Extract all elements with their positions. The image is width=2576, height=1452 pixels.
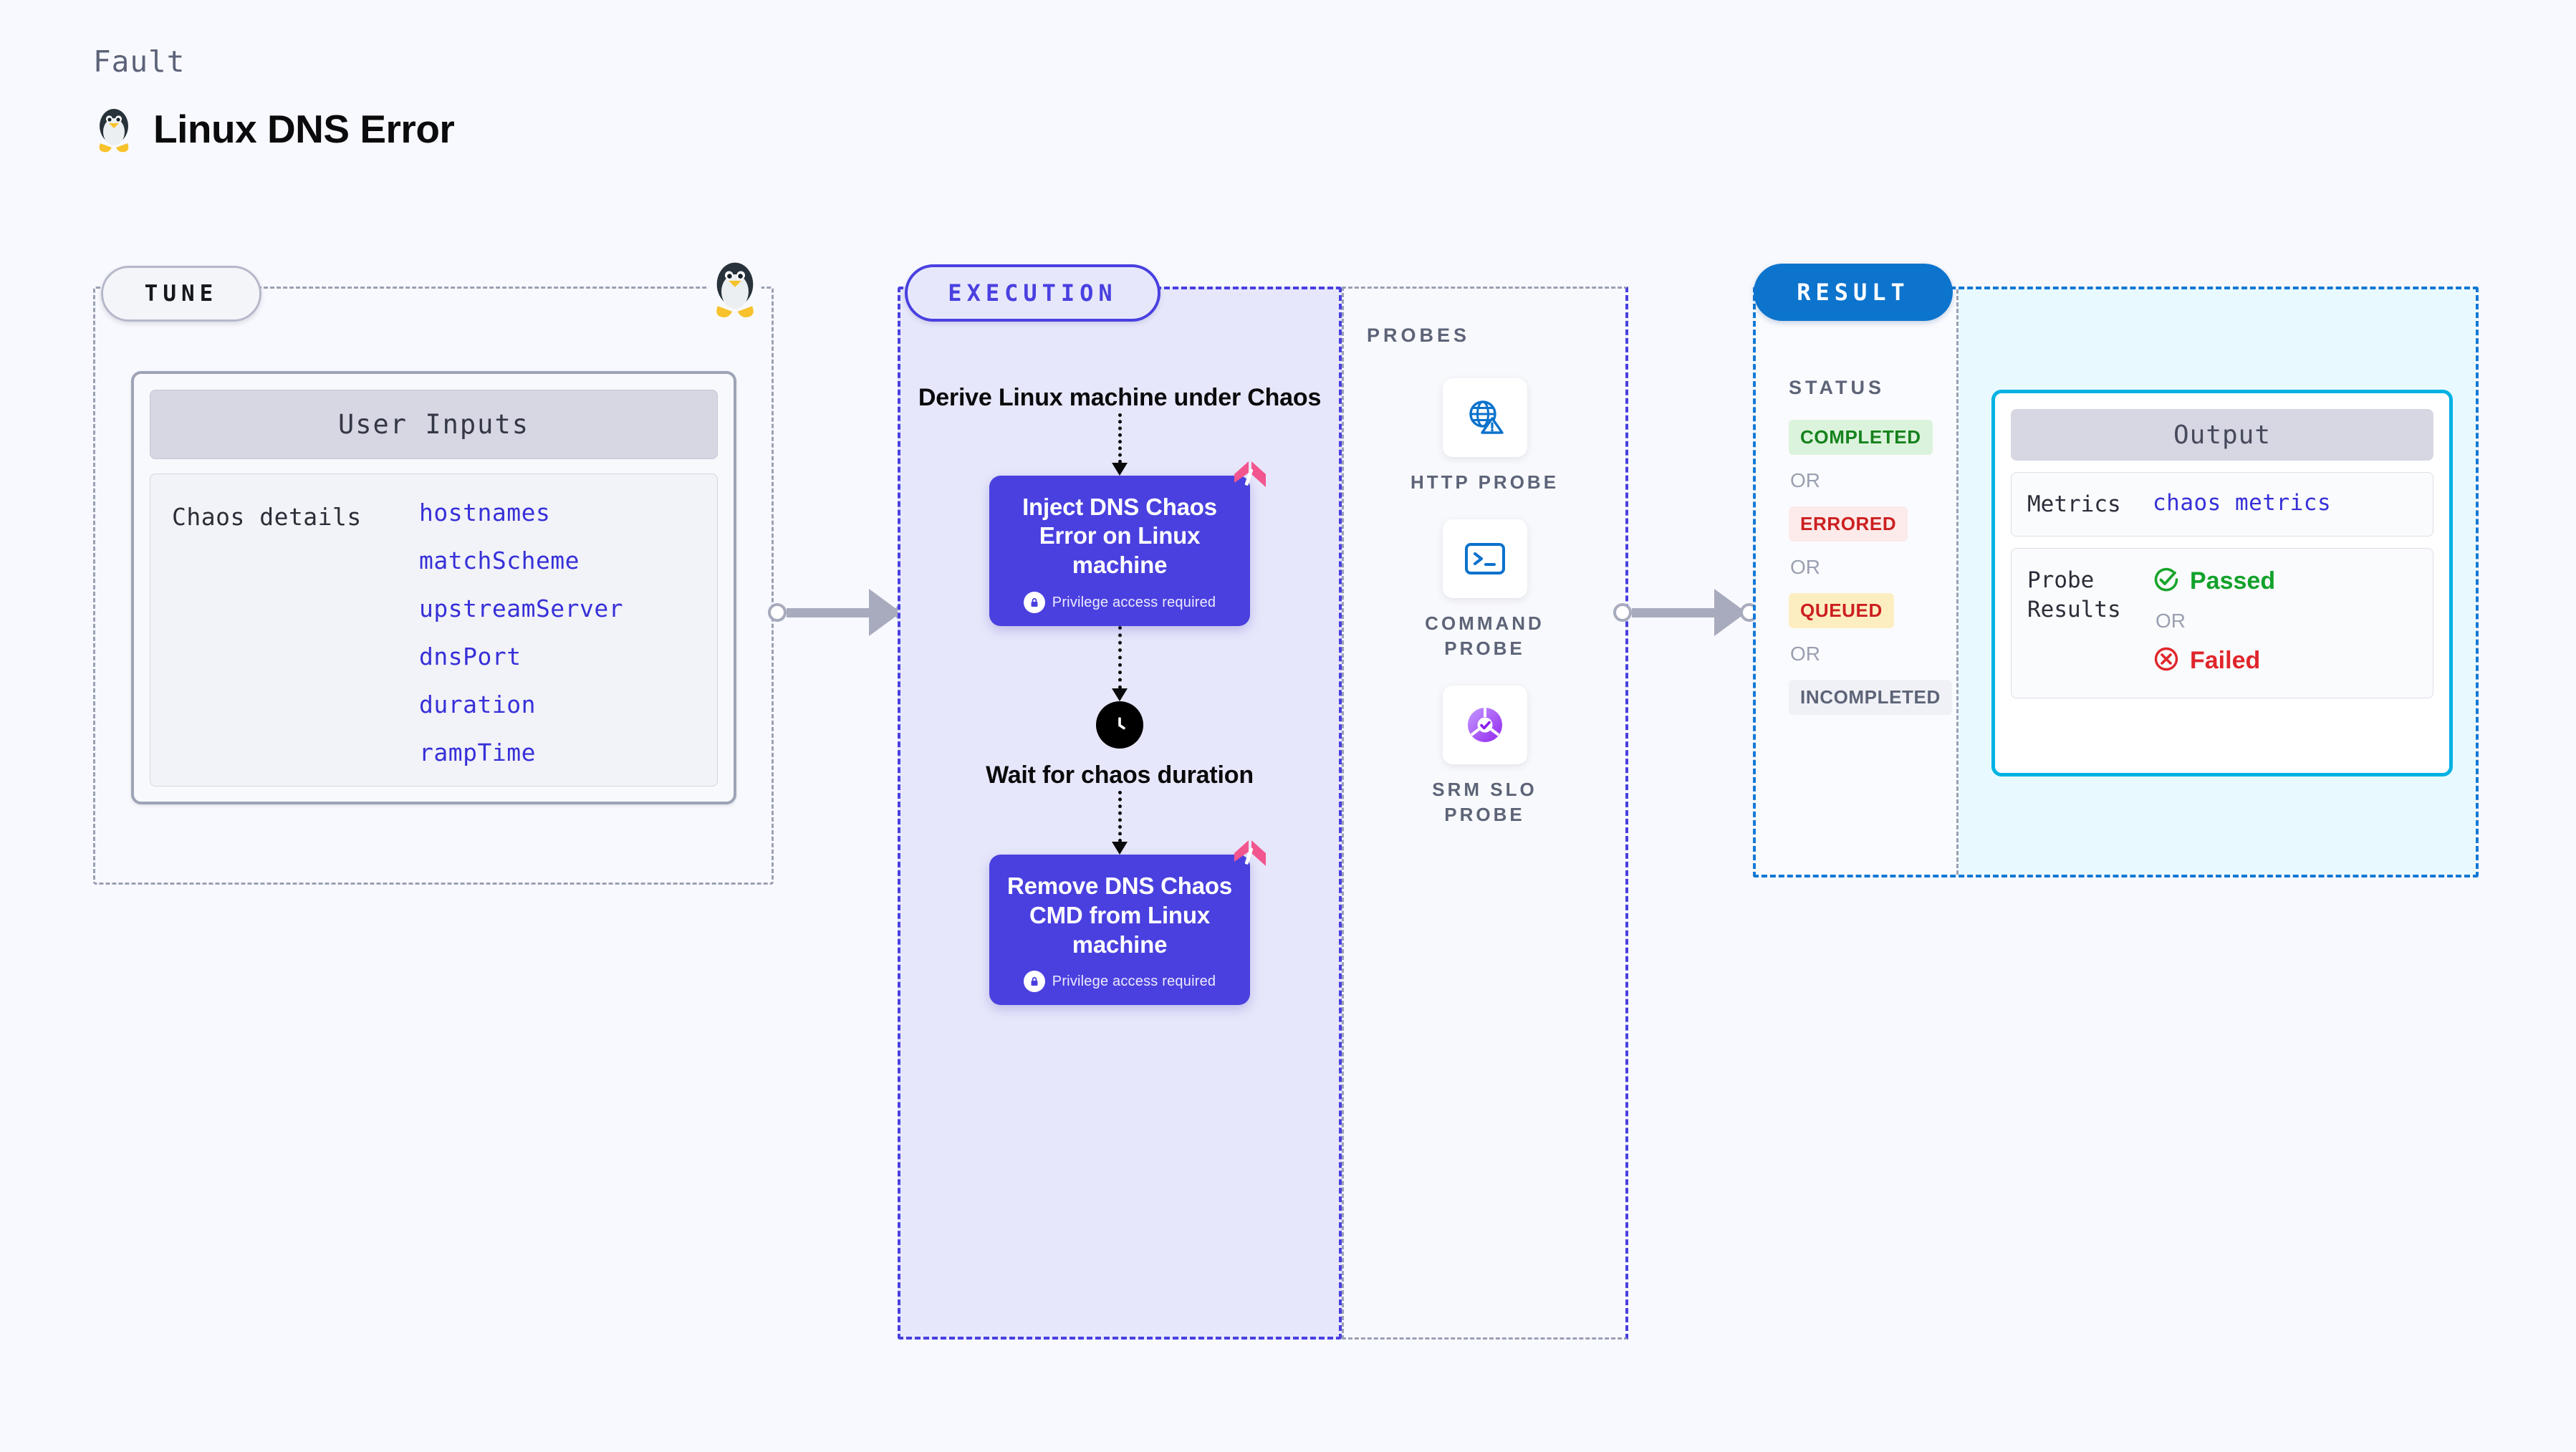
status-column: STATUS COMPLETED OR ERRORED OR QUEUED OR… [1756,289,1959,875]
probes-title: PROBES [1367,324,1471,346]
fault-kicker: Fault [93,44,186,79]
close-circle-icon [2153,645,2180,676]
chaos-details-row: Chaos details hostnames matchScheme upst… [150,473,718,787]
user-inputs-header: User Inputs [150,390,718,459]
fault-title-row: Linux DNS Error [93,105,455,153]
privilege-text: Privilege access required [1052,594,1216,610]
globe-warning-icon [1442,378,1527,457]
status-badge-incompleted: INCOMPLETED [1789,680,1952,715]
status-badge-queued: QUEUED [1789,593,1894,628]
execution-panel: EXECUTION Derive Linux machine under Cha… [898,264,1342,1340]
verdict-passed-label: Passed [2190,567,2276,595]
privilege-text: Privilege access required [1052,973,1216,989]
connector-execution-to-result [1613,589,1759,636]
status-badge-completed: COMPLETED [1789,420,1933,455]
chaos-node-inject[interactable]: Inject DNS Chaos Error on Linux machine … [989,461,1266,627]
chaos-details-label: Chaos details [172,503,362,531]
input-ramptime[interactable]: rampTime [419,739,536,766]
result-panel: STATUS COMPLETED OR ERRORED OR QUEUED OR… [1753,264,2479,878]
probes-list: HTTP PROBE COMMAND PROBE [1344,378,1625,827]
tune-badge: TUNE [101,266,261,322]
status-or-1: OR [1790,469,1820,491]
probe-item-srm-slo[interactable]: SRM SLO PROBE [1403,686,1567,827]
input-matchscheme[interactable]: matchScheme [419,547,580,574]
output-header: Output [2011,409,2433,461]
linux-penguin-icon [708,257,762,322]
lock-icon [1023,971,1045,993]
metrics-key: Metrics [2027,491,2121,517]
probe-label: SRM SLO PROBE [1432,779,1537,826]
flow-arrow-2 [1112,626,1128,702]
input-dnsport[interactable]: dnsPort [419,643,522,670]
chaos-node-title: Remove DNS Chaos CMD from Linux machine [1006,872,1233,958]
verdict-failed: Failed [2153,645,2275,676]
probe-label: COMMAND PROBE [1425,612,1544,660]
probe-label: HTTP PROBE [1410,471,1559,493]
harness-logo-icon [1230,458,1269,499]
status-badge-errored: ERRORED [1789,506,1908,542]
flow-step-wait: Wait for chaos duration [986,761,1254,789]
probe-verdicts: Passed OR Failed [2153,566,2275,676]
status-or-2: OR [1790,556,1820,578]
clock-icon [1096,701,1143,749]
privilege-row: Privilege access required [1004,971,1236,993]
lock-icon [1023,592,1045,614]
chaos-node-title: Inject DNS Chaos Error on Linux machine [1022,493,1217,579]
srm-slo-donut-icon [1442,686,1527,765]
result-badge: RESULT [1754,264,1953,321]
check-circle-icon [2153,566,2180,597]
probes-panel: PROBES HTTP PROBE [1342,287,1628,1340]
metrics-value[interactable]: chaos metrics [2153,490,2332,516]
page-title: Linux DNS Error [153,107,455,151]
probe-item-http[interactable]: HTTP PROBE [1403,378,1567,495]
execution-flow: Derive Linux machine under Chaos Inject … [900,383,1339,1006]
flow-arrow-3 [1112,790,1128,855]
user-inputs-card: User Inputs Chaos details hostnames matc… [131,371,736,804]
flow-step-derive: Derive Linux machine under Chaos [918,384,1322,411]
linux-penguin-icon [93,105,135,153]
connector-tune-to-execution [768,589,913,636]
input-duration[interactable]: duration [419,691,536,718]
tune-panel: TUNE User Inputs Chaos details hostnames… [93,257,774,885]
output-metrics-row: Metrics chaos metrics [2011,472,2433,537]
flow-arrow-1 [1112,413,1128,476]
chaos-node-remove[interactable]: Remove DNS Chaos CMD from Linux machine … [989,840,1266,1006]
verdict-failed-label: Failed [2190,647,2261,675]
status-title: STATUS [1789,377,1885,398]
verdict-or: OR [2156,610,2186,633]
status-or-3: OR [1790,643,1820,665]
connector-start-node [1613,603,1632,622]
probe-item-command[interactable]: COMMAND PROBE [1403,519,1567,661]
terminal-prompt-icon [1442,519,1527,599]
input-hostnames[interactable]: hostnames [419,499,551,527]
privilege-row: Privilege access required [1004,592,1236,614]
harness-logo-icon [1230,837,1269,878]
execution-badge: EXECUTION [905,264,1160,322]
input-upstreamserver[interactable]: upstreamServer [419,595,624,622]
verdict-passed: Passed [2153,566,2275,597]
page-header: Fault Linux DNS Error [93,44,455,153]
connector-start-node [768,603,787,622]
chaos-details-values: hostnames matchScheme upstreamServer dns… [419,499,624,766]
status-list: COMPLETED OR ERRORED OR QUEUED OR INCOMP… [1789,420,1952,715]
